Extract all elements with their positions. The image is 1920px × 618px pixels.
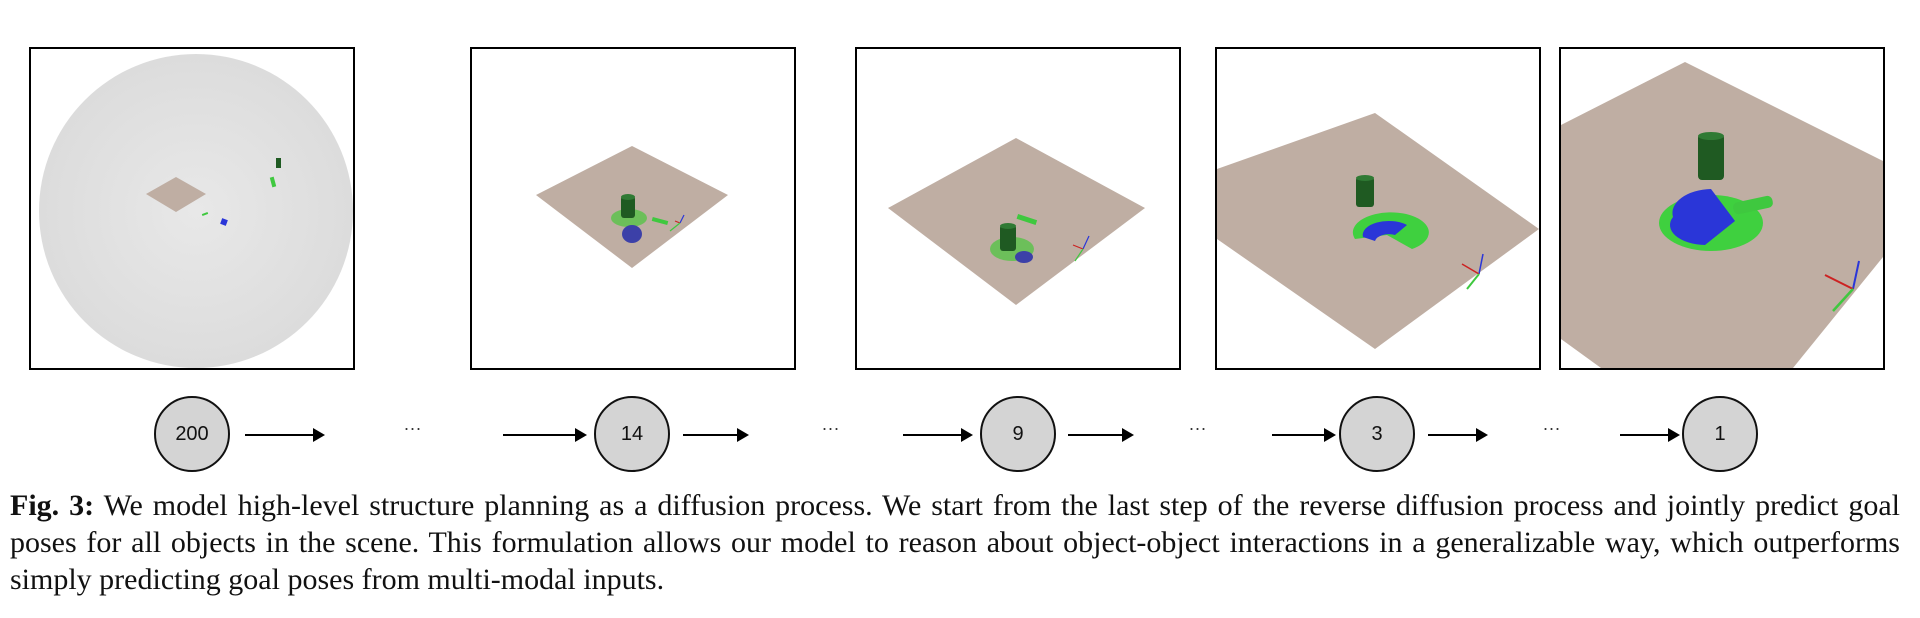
- arrow-right-icon: [683, 428, 749, 442]
- diffusion-step-node: 1: [1682, 396, 1758, 472]
- diffusion-step-node: 3: [1339, 396, 1415, 472]
- diffusion-step-1-render: [1559, 47, 1885, 370]
- arrow-right-icon: [1272, 428, 1336, 442]
- object-green-piece: [269, 176, 277, 188]
- diffusion-step-200-render: [29, 47, 355, 370]
- diffusion-step-node: 200: [154, 396, 230, 472]
- table-plane: [888, 138, 1145, 305]
- object-green-piece: [1016, 214, 1038, 225]
- object-green-sliver: [201, 212, 209, 216]
- sampling-sphere: [39, 54, 353, 368]
- object-cylinder: [1356, 177, 1374, 207]
- arrow-right-icon: [1620, 428, 1680, 442]
- diffusion-step-node: 14: [594, 396, 670, 472]
- object-cylinder: [276, 158, 281, 168]
- arrow-right-icon: [503, 428, 587, 442]
- ellipsis: ...: [1543, 414, 1562, 434]
- figure-label: Fig. 3:: [10, 489, 95, 522]
- diffusion-step-9-render: [855, 47, 1181, 370]
- diffusion-step-node: 9: [980, 396, 1056, 472]
- caption-text: We model high-level structure planning a…: [10, 489, 1900, 596]
- diffusion-step-3-render: [1215, 47, 1541, 370]
- object-blue-piece: [1669, 189, 1735, 245]
- arrow-right-icon: [245, 428, 325, 442]
- ellipsis: ...: [1189, 414, 1208, 434]
- ellipsis: ...: [822, 414, 841, 434]
- object-blue-piece: [622, 225, 642, 243]
- diffusion-step-14-render: [470, 47, 796, 370]
- arrow-right-icon: [903, 428, 973, 442]
- object-cylinder: [1000, 225, 1016, 251]
- arrow-right-icon: [1428, 428, 1488, 442]
- object-blue-piece: [220, 218, 228, 226]
- object-cylinder: [621, 196, 635, 218]
- object-blue-piece: [1015, 251, 1033, 263]
- figure-caption: Fig. 3: We model high-level structure pl…: [10, 487, 1900, 598]
- object-green-piece: [651, 216, 669, 226]
- object-green-piece: [1733, 195, 1773, 215]
- ellipsis: ...: [404, 414, 423, 434]
- object-cylinder: [1698, 134, 1724, 180]
- table-plane: [146, 177, 206, 212]
- arrow-right-icon: [1068, 428, 1134, 442]
- object-blue-piece: [1362, 220, 1407, 241]
